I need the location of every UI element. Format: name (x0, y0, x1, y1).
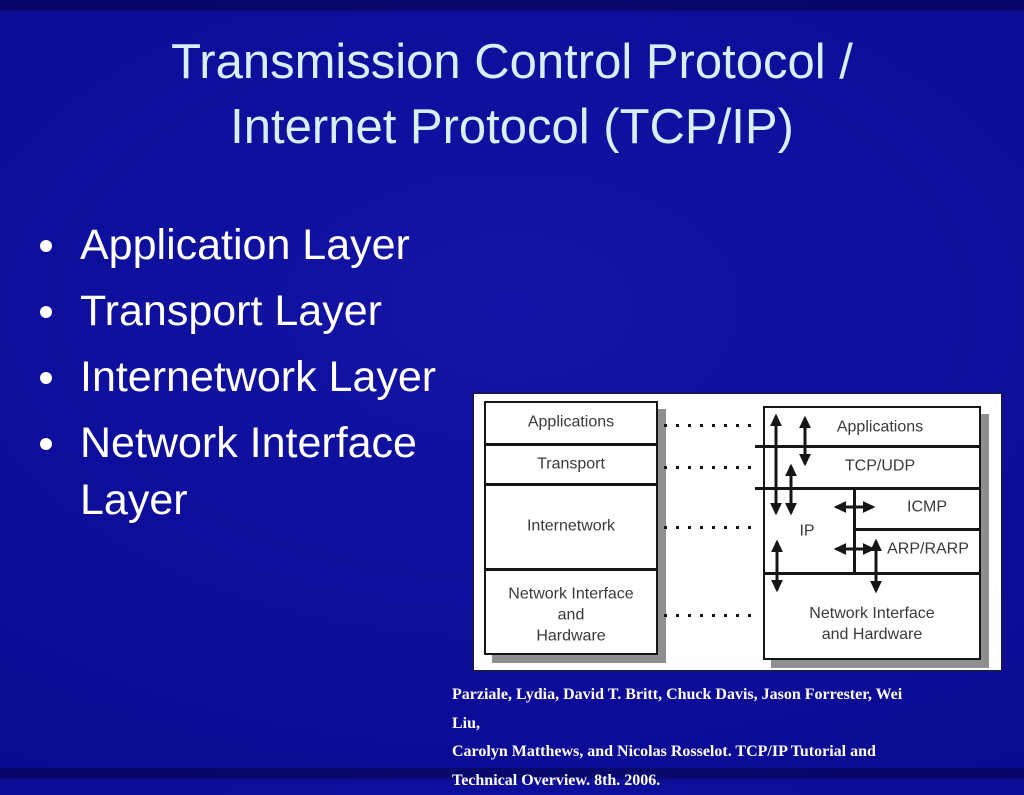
bullet-item: Network Interface Layer (40, 415, 460, 529)
slide-title: Transmission Control Protocol / Internet… (0, 30, 1024, 160)
bullet-dot-icon (40, 240, 52, 252)
bullet-dot-icon (40, 372, 52, 384)
bullet-item: Application Layer (40, 217, 460, 274)
bullet-item: Internetwork Layer (40, 349, 460, 406)
bullet-label: Transport Layer (80, 283, 382, 340)
citation-line2: Carolyn Matthews, and Nicolas Rosselot. … (452, 738, 932, 767)
tcpip-diagram: Applications Transport Internetwork Netw… (472, 392, 1003, 672)
citation: Parziale, Lydia, David T. Britt, Chuck D… (452, 681, 932, 795)
bullet-label: Internetwork Layer (80, 349, 436, 406)
bullet-item: Transport Layer (40, 283, 460, 340)
bullet-dot-icon (40, 438, 52, 450)
bullet-label: Network Interface Layer (80, 415, 460, 529)
bullet-list: Application Layer Transport Layer Intern… (40, 217, 460, 538)
bullet-label: Application Layer (80, 217, 410, 274)
arrows-layer (474, 394, 1001, 670)
citation-line3: Technical Overview. 8th. 2006. (452, 767, 932, 795)
citation-line1: Parziale, Lydia, David T. Britt, Chuck D… (452, 681, 932, 738)
slide: Transmission Control Protocol / Internet… (0, 0, 1024, 768)
bullet-dot-icon (40, 306, 52, 318)
slide-title-line2: Internet Protocol (TCP/IP) (0, 95, 1024, 160)
slide-title-line1: Transmission Control Protocol / (0, 30, 1024, 95)
